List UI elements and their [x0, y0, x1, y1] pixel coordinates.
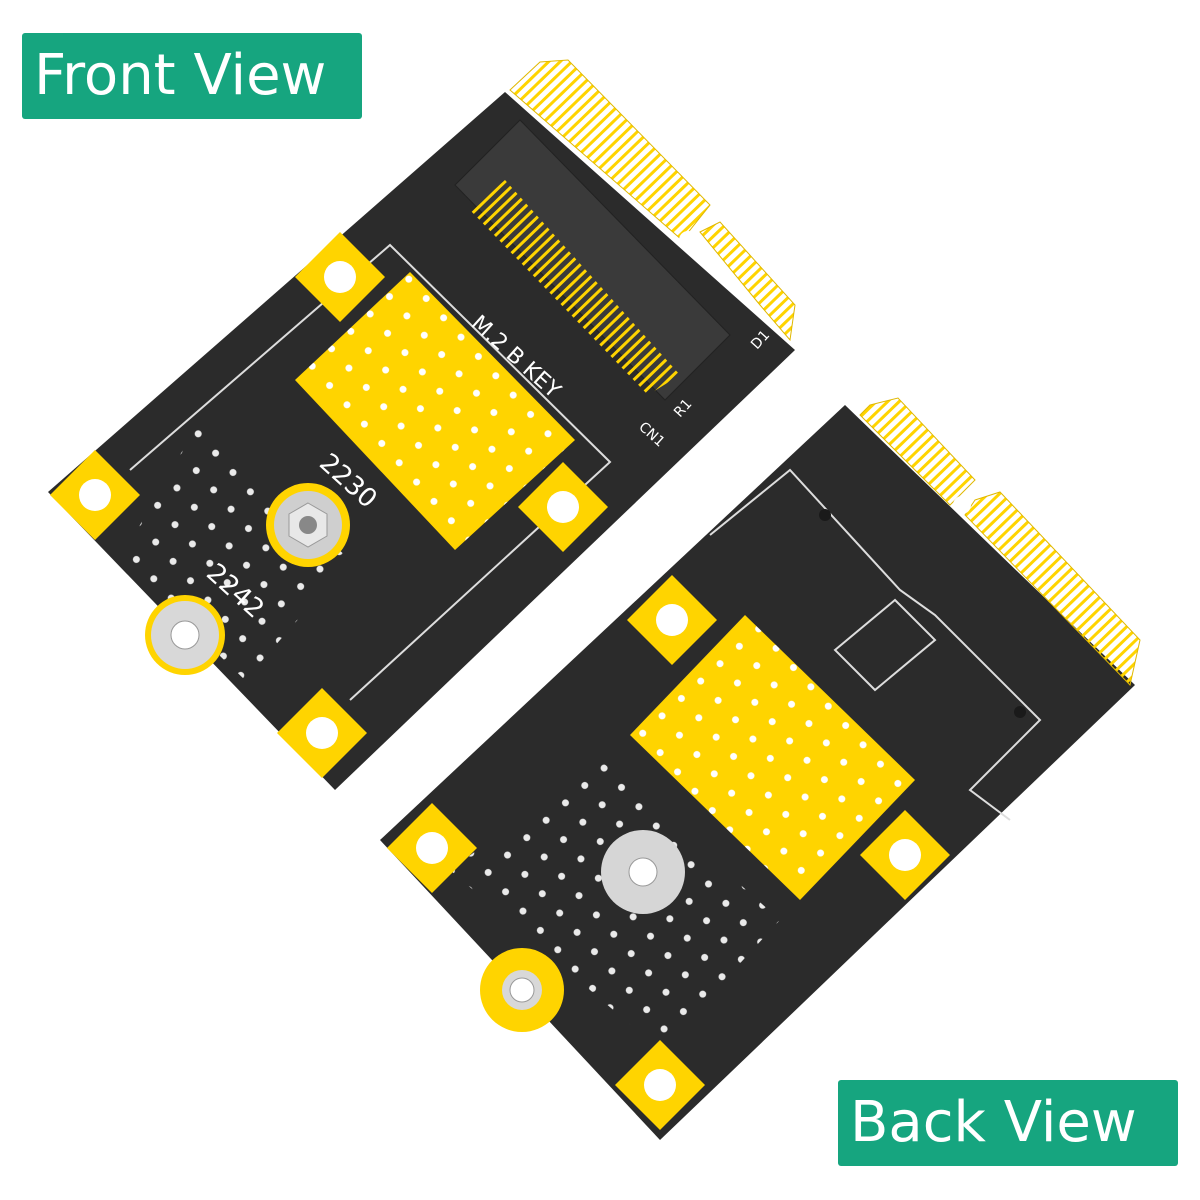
back-view-label: Back View: [838, 1080, 1178, 1166]
front-gold-fingers-upper: [509, 59, 711, 241]
front-board: M.2 B KEY CN1 R1 D1 2230 2242: [48, 59, 796, 790]
back-board: [380, 397, 1141, 1140]
front-mounting-pads: [50, 232, 608, 778]
front-gold-fingers-lower: [699, 221, 796, 342]
back-gold-fingers-upper: [859, 397, 976, 506]
m2-connector-pins: [470, 180, 680, 395]
back-standoff: [601, 830, 685, 914]
back-mounting-pads: [387, 575, 950, 1130]
front-view-label: Front View: [22, 33, 362, 119]
back-washer: [480, 948, 564, 1032]
standoff-2242: [145, 595, 225, 675]
standoff-2230: [266, 483, 350, 567]
